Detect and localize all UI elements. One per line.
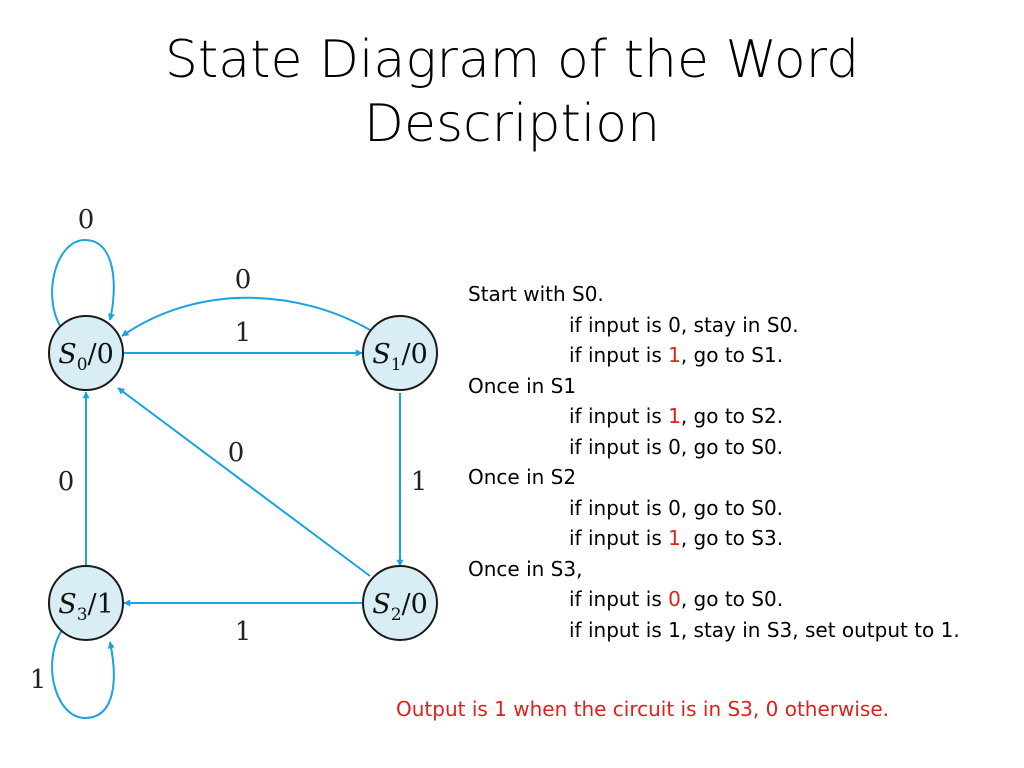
label-s0-self-loop: 0 [78, 205, 95, 235]
label-s2-to-s0: 0 [228, 438, 245, 468]
state-s1: S1/0 [362, 315, 438, 391]
state-name: S [372, 589, 391, 620]
state-output: 0 [411, 339, 428, 370]
description-line: Once in S3, [468, 556, 583, 581]
description-line: if input is 1, stay in S3, set output to… [569, 617, 960, 642]
description-line: if input is 1, go to S1. [569, 343, 784, 367]
description-line: if input is 0, go to S0. [569, 434, 784, 459]
state-name: S [58, 339, 77, 370]
state-diagram: 0 0 1 1 0 0 1 1 S0/0 S1/0 S2/0 S3/1 [30, 205, 438, 720]
description-line: Start with S0. [468, 282, 604, 306]
state-output: 0 [97, 339, 114, 370]
state-name: S [58, 589, 77, 620]
svg-text:S1/0: S1/0 [372, 339, 428, 375]
highlighted-input: 1 [668, 343, 681, 367]
state-subscript: 0 [77, 355, 88, 375]
label-s1-to-s0: 0 [235, 265, 252, 295]
slide-title: State Diagram of the Word Description [0, 28, 1024, 156]
svg-text:S0/0: S0/0 [58, 339, 114, 375]
description-line: if input is 0, go to S0. [569, 495, 784, 520]
edge-s3-self-loop [51, 626, 115, 720]
label-s0-to-s1: 1 [235, 318, 252, 348]
slide-title-line-1: State Diagram of the Word [164, 30, 860, 90]
state-subscript: 1 [391, 355, 402, 375]
edge-s1-to-s0 [121, 296, 371, 337]
state-s0: S0/0 [48, 315, 124, 391]
label-s3-to-s0: 0 [58, 467, 75, 497]
output-summary: Output is 1 when the circuit is in S3, 0… [396, 697, 889, 721]
state-output: 1 [97, 589, 114, 620]
state-subscript: 2 [391, 605, 402, 625]
label-s2-to-s3: 1 [235, 617, 252, 647]
description-line: Once in S2 [468, 465, 577, 489]
edge-s2-to-s0 [117, 387, 371, 577]
state-name: S [372, 339, 391, 370]
edge-s0-self-loop [51, 238, 115, 333]
description-line: if input is 1, go to S3. [569, 526, 784, 550]
svg-text:S2/0: S2/0 [372, 589, 428, 625]
slide-title-line-2: Description [363, 94, 661, 154]
state-output: 0 [411, 589, 428, 620]
description-line: if input is 0, go to S0. [569, 587, 784, 611]
highlighted-input: 0 [668, 587, 681, 611]
highlighted-input: 1 [668, 526, 681, 550]
state-s3: S3/1 [48, 565, 124, 641]
state-subscript: 3 [77, 605, 88, 625]
description-line: if input is 0, stay in S0. [569, 312, 799, 337]
svg-text:S3/1: S3/1 [58, 589, 114, 625]
word-description: Start with S0. if input is 0, stay in S0… [468, 279, 1024, 645]
label-s3-self-loop: 1 [30, 665, 47, 695]
highlighted-input: 1 [668, 404, 681, 428]
state-s2: S2/0 [362, 565, 438, 641]
description-line: if input is 1, go to S2. [569, 404, 784, 428]
label-s1-to-s2: 1 [411, 467, 428, 497]
description-line: Once in S1 [468, 373, 577, 398]
